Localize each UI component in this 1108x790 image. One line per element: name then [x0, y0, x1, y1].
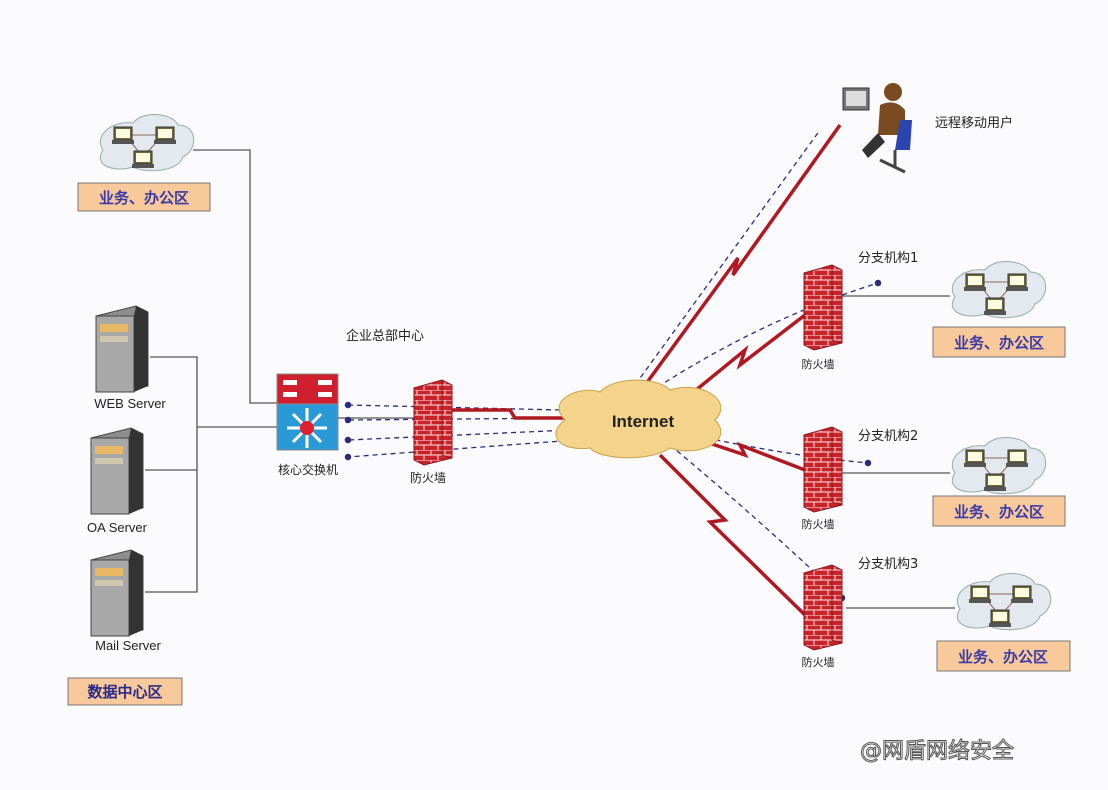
oa-server-icon [90, 427, 144, 515]
hq-firewall-icon [413, 379, 453, 466]
remote-user-label: 远程移动用户 [935, 115, 1013, 131]
office-zone-box [77, 182, 211, 212]
branch-lan-cloud [952, 262, 1045, 318]
oa-server-label: OA Server [87, 520, 148, 535]
branch-zone-label: 业务、办公区 [954, 503, 1044, 521]
vpn-tunnels [344, 129, 882, 602]
branch-firewall-icon [803, 264, 843, 351]
web-server-icon [95, 305, 149, 393]
mail-server-icon [90, 549, 144, 637]
branch-firewall-label: 防火墙 [802, 655, 835, 669]
web-server-label: WEB Server [94, 396, 166, 411]
branch-lan-cloud [957, 574, 1050, 630]
branch-firewall-icon [803, 426, 843, 513]
watermark: @网盾网络安全 [860, 739, 1014, 764]
internet-label: Internet [612, 412, 675, 431]
wan-links [452, 123, 842, 617]
office-link [193, 149, 278, 404]
branch-label: 分支机构3 [858, 557, 918, 572]
office-lan-cloud [100, 115, 193, 171]
core-switch-icon [276, 373, 339, 451]
datacenter-link [145, 356, 278, 593]
branch-firewall-icon [803, 564, 843, 651]
internet-cloud [555, 379, 722, 459]
branch-firewall-label: 防火墙 [802, 357, 835, 371]
datacenter-zone-label: 数据中心区 [87, 683, 162, 701]
branch-1: 分支机构1 防火墙 业务、办公区 [802, 251, 1066, 371]
branch-2: 分支机构2 防火墙 业务、办公区 [802, 426, 1066, 531]
mail-server-label: Mail Server [95, 638, 161, 653]
branch-3: 分支机构3 防火墙 业务、办公区 [802, 557, 1071, 672]
branch-zone-label: 业务、办公区 [958, 648, 1048, 666]
remote-user-icon [842, 83, 912, 174]
branch-label: 分支机构1 [858, 251, 918, 266]
branch-zone-label: 业务、办公区 [954, 334, 1044, 352]
branch-lan-cloud [952, 438, 1045, 494]
hq-firewall-label: 防火墙 [410, 470, 446, 485]
datacenter-zone-box [67, 677, 183, 706]
core-switch-label: 核心交换机 [278, 462, 338, 477]
branch-label: 分支机构2 [858, 429, 918, 444]
office-zone-label: 业务、办公区 [99, 189, 189, 207]
hq-title: 企业总部中心 [346, 328, 424, 344]
branch-firewall-label: 防火墙 [802, 517, 835, 531]
